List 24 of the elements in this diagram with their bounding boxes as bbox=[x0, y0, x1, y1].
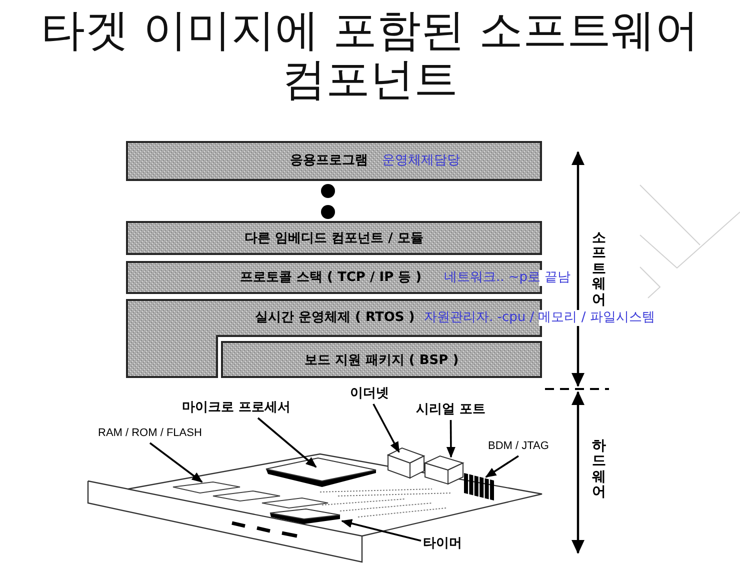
part-label: 시리얼 포트 bbox=[416, 402, 486, 418]
annotation-text: 운영체제담당 bbox=[382, 153, 460, 169]
leader-arrow bbox=[446, 420, 456, 458]
section-label: 하드웨어 bbox=[592, 439, 606, 501]
part-label: 이더넷 bbox=[350, 386, 389, 402]
leader-arrow bbox=[485, 455, 519, 478]
leader-arrow bbox=[372, 404, 400, 453]
layer-label: 보드 지원 패키지 ( BSP ) bbox=[304, 352, 459, 368]
layer-box bbox=[221, 341, 542, 378]
part-label: RAM / ROM / FLASH bbox=[98, 425, 202, 441]
leader-arrow bbox=[341, 519, 422, 542]
leader-arrow bbox=[257, 417, 317, 468]
part-label: 타이머 bbox=[423, 536, 462, 552]
diagram-title: 타겟 이미지에 포함된 소프트웨어 컴포넌트 bbox=[40, 6, 700, 104]
layer-box bbox=[126, 141, 542, 181]
layer-label: 프로토콜 스택 ( TCP / IP 등 ) bbox=[240, 270, 422, 286]
part-label: 마이크로 프로세서 bbox=[182, 400, 291, 416]
layer-label: 응용프로그램 bbox=[290, 153, 368, 169]
section-label: 소프트웨어 bbox=[592, 231, 606, 308]
layer-box bbox=[126, 221, 542, 255]
part-label: BDM / JTAG bbox=[488, 438, 549, 454]
leader-arrow bbox=[149, 442, 203, 483]
layer-label: 다른 임베디드 컴포넌트 / 모듈 bbox=[244, 230, 424, 247]
layer-label: 실시간 운영체제 ( RTOS ) bbox=[255, 310, 415, 326]
